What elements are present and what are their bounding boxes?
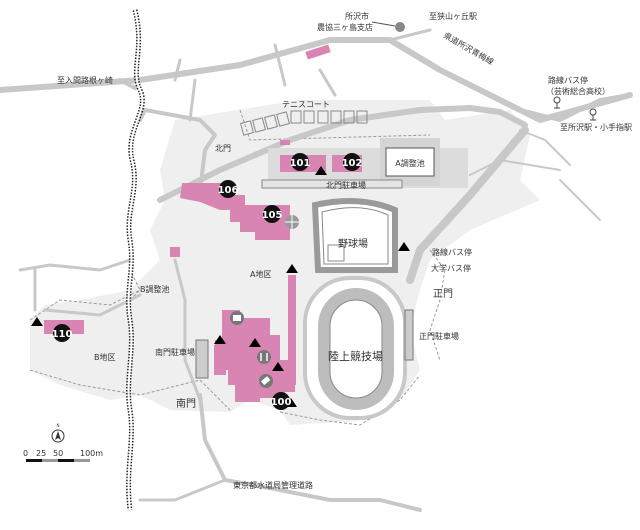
label-north-parking: 北門駐車場 (326, 180, 366, 190)
label-waterworks-road: 東京都水道局管理道路 (233, 480, 313, 490)
label-route-bus: 路線バス停 (432, 247, 472, 257)
label-tokorozawa-city: 所沢市 (345, 11, 369, 21)
label-to-sayamagaoka: 至狭山ヶ丘駅 (429, 11, 477, 21)
roads (0, 28, 633, 512)
label-prefectural-road: 県道所沢青梅線 (442, 30, 495, 67)
triangle-marker (249, 338, 261, 347)
svg-text:100m: 100m (80, 449, 103, 458)
triangle-marker (398, 242, 410, 251)
label-north-gate: 北門 (215, 144, 231, 153)
svg-text:100: 100 (271, 397, 292, 408)
label-main-gate: 正門 (433, 288, 453, 300)
label-to-tokorozawa: 至所沢駅・小手指駅 (560, 122, 632, 132)
label-pond-a: A調整池 (395, 158, 424, 168)
label-pond-b: B調整池 (140, 284, 170, 294)
building-badge-110[interactable]: 110 (52, 324, 73, 342)
main-gate-parking (404, 309, 414, 361)
bus-stop-icon (553, 96, 597, 121)
north-arrow-icon: N (51, 423, 65, 443)
label-south-gate: 南門 (176, 397, 196, 410)
svg-text:101: 101 (290, 158, 311, 169)
south-gate-parking (195, 339, 209, 379)
store-icon (259, 374, 273, 388)
svg-text:106: 106 (218, 185, 239, 196)
triangle-marker (214, 335, 226, 344)
label-bus-stop-school: （芸術総合高校） (546, 86, 610, 96)
building-badge-101[interactable]: 101 (290, 153, 311, 171)
building-badge-100[interactable]: 100 (271, 392, 292, 410)
triangle-marker (272, 362, 284, 371)
library-icon (230, 311, 244, 325)
svg-text:0: 0 (23, 449, 28, 458)
basketball-icon (285, 215, 299, 229)
building-badge-102[interactable]: 102 (342, 153, 363, 171)
triangle-marker (315, 166, 327, 175)
label-main-parking: 正門駐車場 (419, 331, 459, 341)
nokyo-marker (395, 22, 405, 32)
baseball-field (311, 198, 398, 273)
triangle-marker (31, 317, 43, 326)
label-to-iruma: 至入間路根ヶ崎 (57, 75, 113, 85)
label-bus-stop-route: 路線バス停 (548, 75, 588, 85)
label-area-a: A地区 (250, 269, 271, 279)
athletics-track (303, 276, 407, 420)
label-area-b: B地区 (94, 352, 116, 362)
label-south-parking: 南門駐車場 (155, 347, 195, 357)
svg-text:25: 25 (36, 449, 46, 458)
label-track: 陸上競技場 (328, 349, 383, 363)
tennis-courts (240, 110, 368, 136)
svg-text:N: N (57, 423, 60, 428)
svg-text:50: 50 (53, 449, 63, 458)
svg-text:102: 102 (342, 158, 363, 169)
triangle-marker (286, 264, 298, 273)
svg-text:110: 110 (52, 329, 73, 340)
label-nokyo: 農協三ヶ島支店 (317, 22, 373, 32)
svg-text:105: 105 (262, 210, 283, 221)
label-baseball: 野球場 (338, 237, 368, 250)
scale-bar: 0 25 50 100m (23, 449, 103, 462)
building-badge-106[interactable]: 106 (218, 180, 239, 198)
building-complex-west (170, 44, 406, 402)
building-badge-105[interactable]: 105 (262, 205, 283, 223)
restaurant-icon (257, 350, 271, 364)
label-univ-bus: 大学バス停 (431, 263, 471, 273)
label-tennis-court: テニスコート (282, 100, 330, 109)
